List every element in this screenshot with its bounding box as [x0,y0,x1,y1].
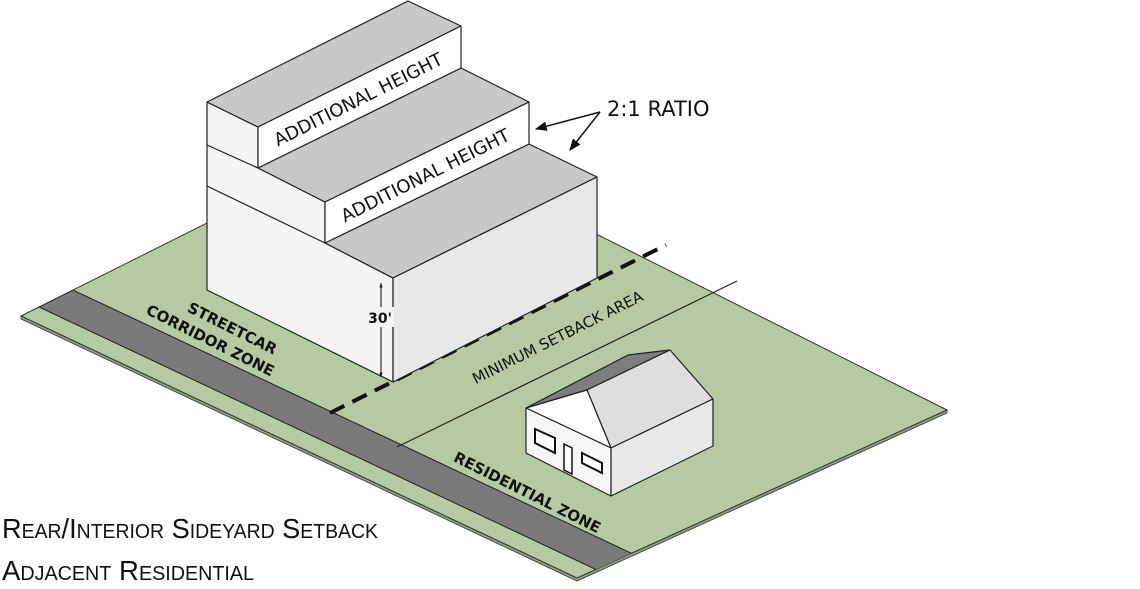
house-window-left [534,427,556,455]
residential-house [525,349,714,497]
diagram-title-line2: Adjacent Residential [2,555,254,586]
ratio-label: 2:1 RATIO [607,97,710,121]
house-door [563,442,573,476]
zone-divider-line [396,280,738,448]
ratio-arrow-lower [569,111,601,151]
house-side-wall [610,398,714,497]
height-dimension-label: 30' [368,311,392,327]
base-front-wall [392,176,598,383]
diagram-title-line1: Rear/Interior Sideyard Setback [2,513,379,544]
house-window-right [581,451,603,475]
tiered-building [206,0,598,383]
tier2-front [324,101,530,244]
tier3-front [257,25,462,169]
ratio-arrow-upper [534,111,601,131]
